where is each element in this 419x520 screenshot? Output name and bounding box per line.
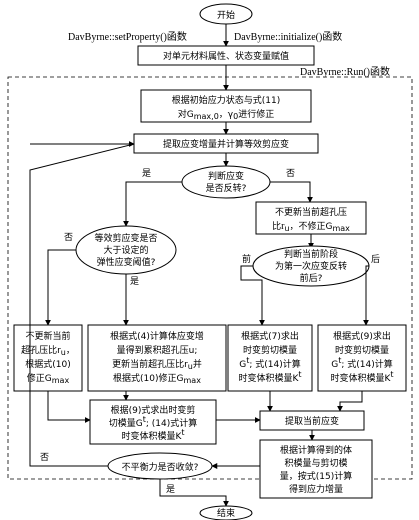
mid-box-line2: 量得到累积超孔压u; [117, 344, 198, 356]
threshold-line1: 等效剪应变是否 [94, 232, 157, 244]
final-line2: 积模量与剪切模 [284, 457, 347, 469]
threshold-yes-label: 是 [130, 276, 139, 287]
stage-line2: 为第一次应变反转 [275, 260, 347, 272]
initialize-label: DavByrne::initialize()函数 [234, 30, 342, 43]
left-box-line1: 不更新当前 [25, 330, 70, 342]
left-box-line4: 修正Gmax [27, 372, 70, 385]
end-label: 结束 [217, 507, 235, 519]
no-update-line1: 不更新当前超孔压 [275, 206, 347, 218]
eq7-modulus-box [227, 324, 313, 392]
stage-before-label: 前 [242, 253, 251, 265]
final-line3: 量，按式(15)计算 [280, 470, 352, 482]
stage-after-label: 后 [371, 254, 380, 265]
threshold-no-label: 否 [64, 232, 73, 243]
left-box-line3: 根据式(10) [25, 358, 70, 370]
set-property-label: DavByrne::setProperty()函数 [68, 30, 187, 43]
reversal-no-label: 否 [286, 168, 295, 179]
modulus-calc-box [89, 399, 217, 445]
initial-correction-line2: 对Gmax,0，γ0进行修正 [178, 108, 274, 121]
calc-line2: 切模量Gt; (14)式计算 [109, 415, 198, 429]
r2-line4: 时变体积模量Kt [330, 370, 393, 384]
mid-box-line1: 根据式(4)计算体应变增 [110, 330, 204, 342]
stage-line3: 前后? [300, 272, 323, 284]
threshold-line3: 弹性应变阈值? [97, 256, 156, 268]
extract-strain-text: 提取应变增量并计算等效剪应变 [163, 138, 289, 150]
end-terminal [199, 505, 253, 520]
initial-correction-line1: 根据初始应力状态与式(11) [172, 94, 280, 106]
stress-increment-box [259, 439, 373, 499]
r1-line4: 时变体积模量Kt [238, 370, 301, 384]
convergence-no-label: 否 [40, 452, 49, 463]
extract-stress-text: 提取当前应变 [285, 415, 339, 427]
left-box-line2: 超孔压比ru， [21, 344, 75, 357]
final-line1: 根据计算得到的体 [280, 444, 352, 456]
run-function-frame [7, 76, 413, 480]
r2-line2: 时变剪切模量 [335, 344, 389, 356]
final-line4: 得到应力增量 [289, 483, 343, 495]
reversal-q-line2: 是否反转? [206, 182, 247, 194]
no-update-line2: 比ru，不修正Gmax [272, 220, 350, 233]
r1-line1: 根据式(7)求出 [241, 330, 299, 342]
reversal-yes-label: 是 [142, 168, 151, 179]
threshold-line2: 大于设定的 [103, 244, 148, 256]
assign-properties-text: 对单元材料属性、状态变量赋值 [163, 50, 289, 62]
no-update-box [255, 201, 367, 235]
initial-correction-box [140, 89, 312, 123]
mid-box-line3: 更新当前超孔压比ru并 [112, 358, 202, 371]
r1-line2: 时变剪切模量 [243, 344, 297, 356]
run-function-label: DavByrne::Run()函数 [300, 65, 390, 78]
stage-line1: 判断当前阶段 [284, 248, 338, 260]
calc-line1: 根据(9)式求出时变剪 [111, 404, 196, 416]
calc-line3: 时变体积模量Kt [121, 428, 184, 442]
convergence-yes-label: 是 [166, 484, 175, 495]
reversal-q-line1: 判断应变 [208, 170, 244, 182]
r1-line3: Gt; 式(14)计算 [239, 356, 301, 370]
start-label: 开始 [217, 9, 235, 21]
pore-pressure-update-box [87, 324, 227, 392]
convergence-text: 不平衡力是否收敛? [122, 461, 199, 473]
eq9-modulus-box [317, 324, 407, 392]
r2-line3: Gt; 式(14)计算 [331, 356, 393, 370]
r2-line1: 根据式(9)求出 [333, 330, 391, 342]
mid-box-line4: 根据式(10)修正Gmax [113, 372, 201, 385]
